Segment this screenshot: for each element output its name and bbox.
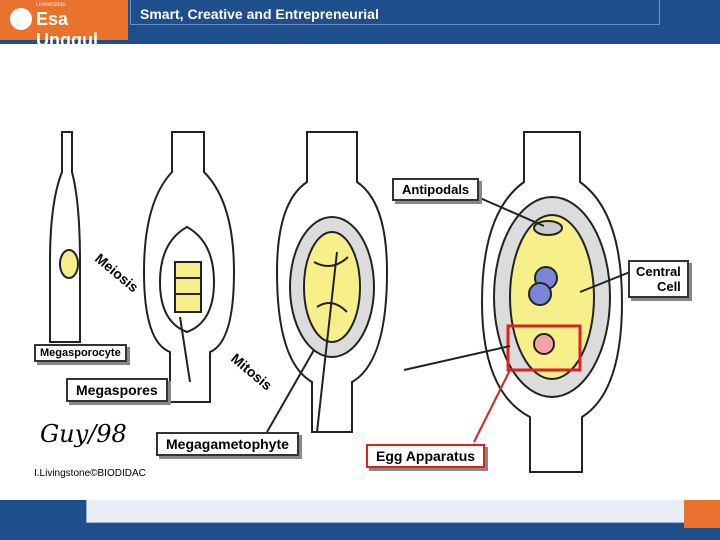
label-megaspores: Megaspores [66,378,168,402]
meiosis-label: Meiosis [92,250,142,295]
label-central-cell-line1: Central [636,264,681,279]
label-megasporocyte: Megasporocyte [34,344,127,362]
logo-text: Esa Unggul [36,9,98,50]
egg-apparatus-highlight [506,324,582,372]
label-connectors [179,197,631,443]
footer-box [86,500,688,523]
label-egg-apparatus: Egg Apparatus [366,444,486,468]
signature: Guy/98 [40,420,127,448]
ovule-megagametophyte [275,131,389,433]
label-megagametophyte: Megagametophyte [156,432,299,456]
ovule-megaspores [142,131,236,403]
tagline: Smart, Creative and Entrepreneurial [140,6,379,22]
ovule-mature-embryo-sac [480,131,624,473]
header-frame [130,0,660,25]
label-central-cell: Central Cell [628,260,689,298]
mitosis-label: Mitosis [228,350,275,393]
diagram-svg: Meiosis Mitosis Guy/98 [40,131,631,473]
university-logo-icon [10,8,32,30]
label-central-cell-line2: Cell [656,279,681,294]
image-credit: I.Livingstone©BIODIDAC [34,468,146,479]
label-antipodals: Antipodals [392,178,480,201]
ovule-megasporocyte [49,131,81,343]
footer-bar [0,500,720,540]
header-bar: Universitas Esa Unggul Smart, Creative a… [0,0,720,50]
logo-subtext: Universitas [36,2,66,8]
megagametophyte-diagram: Meiosis Mitosis Guy/98 Antipodals Centra… [32,112,708,486]
footer-accent [684,500,720,528]
logo-block: Universitas Esa Unggul [0,0,128,50]
